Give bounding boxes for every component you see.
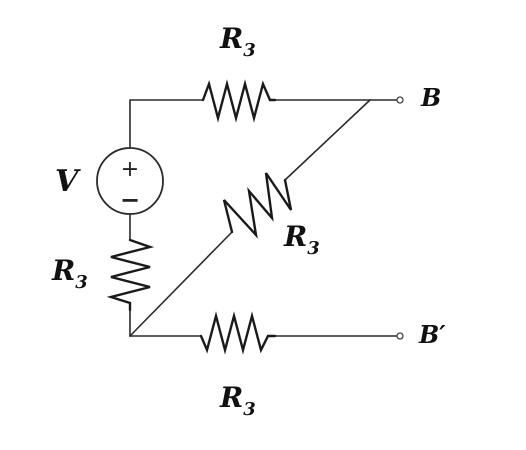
source-minus-sign: − (120, 186, 140, 214)
resistor-top-label: R3 (219, 22, 256, 61)
resistor-top (201, 79, 277, 123)
resistor-diagonal-label: R3 (283, 220, 320, 259)
terminal-b-prime (396, 332, 404, 340)
terminal-b-prime-label: B′ (418, 320, 446, 349)
voltage-source-icon (96, 147, 164, 215)
resistor-diagonal (222, 172, 293, 239)
resistor-bottom (199, 311, 277, 355)
source-plus-sign: + (121, 157, 139, 182)
wire-node-b-to-r-diagonal (284, 99, 371, 181)
resistor-left-label: R3 (51, 254, 88, 293)
resistor-bottom-label: R3 (219, 381, 256, 420)
terminal-b (396, 96, 404, 104)
wire-source-top-to-r-top (129, 99, 204, 149)
source-label: V (55, 164, 81, 199)
terminal-b-label: B (420, 83, 441, 112)
wire-r-diagonal-to-bottom-node (129, 231, 233, 337)
resistor-left (106, 238, 155, 312)
